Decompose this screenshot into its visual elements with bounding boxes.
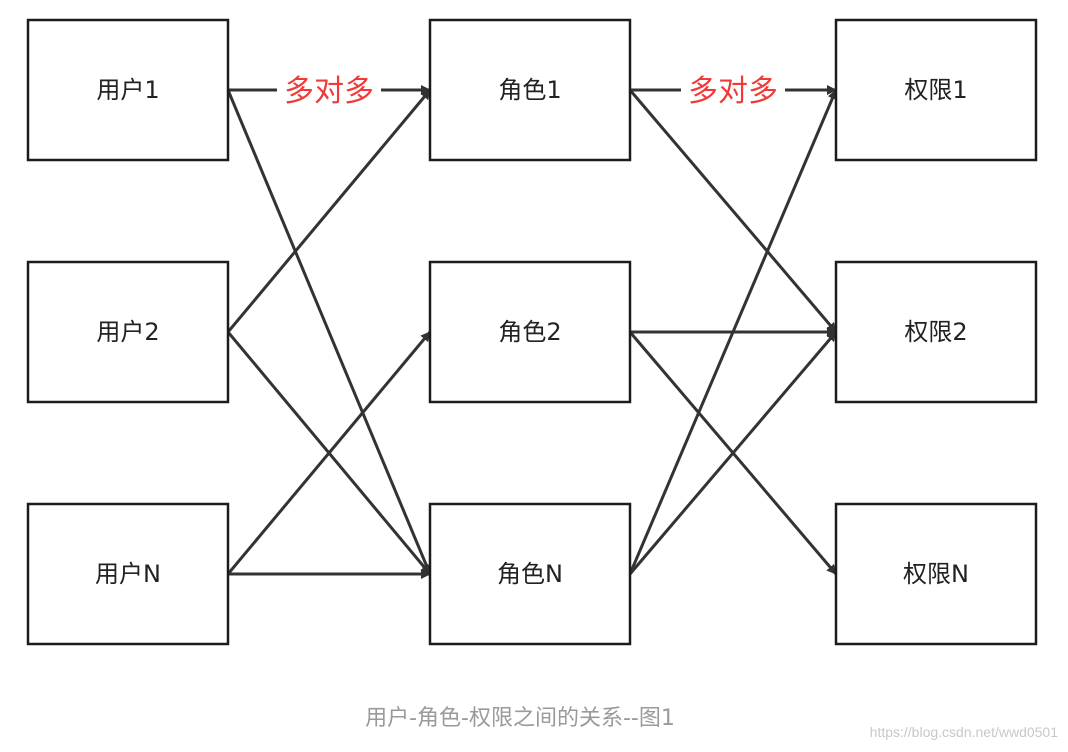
roles-node: 角色1 <box>428 18 632 162</box>
edge-arrow <box>226 89 432 575</box>
edge-arrow <box>628 89 838 333</box>
permissions-node-label: 权限2 <box>904 318 967 346</box>
roles-node-label: 角色1 <box>498 76 561 104</box>
users-node: 用户N <box>26 502 230 646</box>
roles-node-box <box>428 260 632 404</box>
users-node: 用户2 <box>26 260 230 404</box>
roles-node-label: 角色N <box>497 560 563 588</box>
users-node-label: 用户2 <box>96 318 159 346</box>
relation-labels-layer: 多对多 多对多 <box>277 70 785 110</box>
watermark: https://blog.csdn.net/wwd0501 <box>869 724 1058 740</box>
edge-arrow <box>628 89 838 575</box>
relation-label-background <box>681 70 785 110</box>
permissions-node: 权限1 <box>834 18 1038 162</box>
roles-node: 角色N <box>428 502 632 646</box>
figure-caption: 用户-角色-权限之间的关系--图1 <box>365 706 675 731</box>
roles-node-box <box>428 502 632 646</box>
edge-arrow <box>226 331 432 575</box>
relation-label: 多对多 <box>284 74 374 109</box>
permissions-node-box <box>834 18 1038 162</box>
users-node: 用户1 <box>26 18 230 162</box>
permissions-node-label: 权限N <box>903 560 969 588</box>
relation-label-background <box>277 70 381 110</box>
edges-layer <box>226 85 838 579</box>
permissions-node-label: 权限1 <box>904 76 967 104</box>
roles-node: 角色2 <box>428 260 632 404</box>
users-node-box <box>26 502 230 646</box>
users-node-box <box>26 18 230 162</box>
users-node-box <box>26 260 230 404</box>
edge-arrow <box>226 89 432 333</box>
users-node-label: 用户1 <box>96 76 159 104</box>
permissions-node-box <box>834 502 1038 646</box>
users-node-label: 用户N <box>95 560 161 588</box>
permissions-node: 权限2 <box>834 260 1038 404</box>
nodes-layer: 用户1 用户2 用户N 角色1 角色2 角色N 权限1 权限2 权限N <box>26 18 1038 646</box>
edge-arrow <box>628 331 838 575</box>
relation-label: 多对多 <box>688 74 778 109</box>
roles-node-label: 角色2 <box>498 318 561 346</box>
relationship-diagram: 用户1 用户2 用户N 角色1 角色2 角色N 权限1 权限2 权限N 多对多 多对多 <box>26 18 1038 646</box>
permissions-node-box <box>834 260 1038 404</box>
roles-node-box <box>428 18 632 162</box>
permissions-node: 权限N <box>834 502 1038 646</box>
